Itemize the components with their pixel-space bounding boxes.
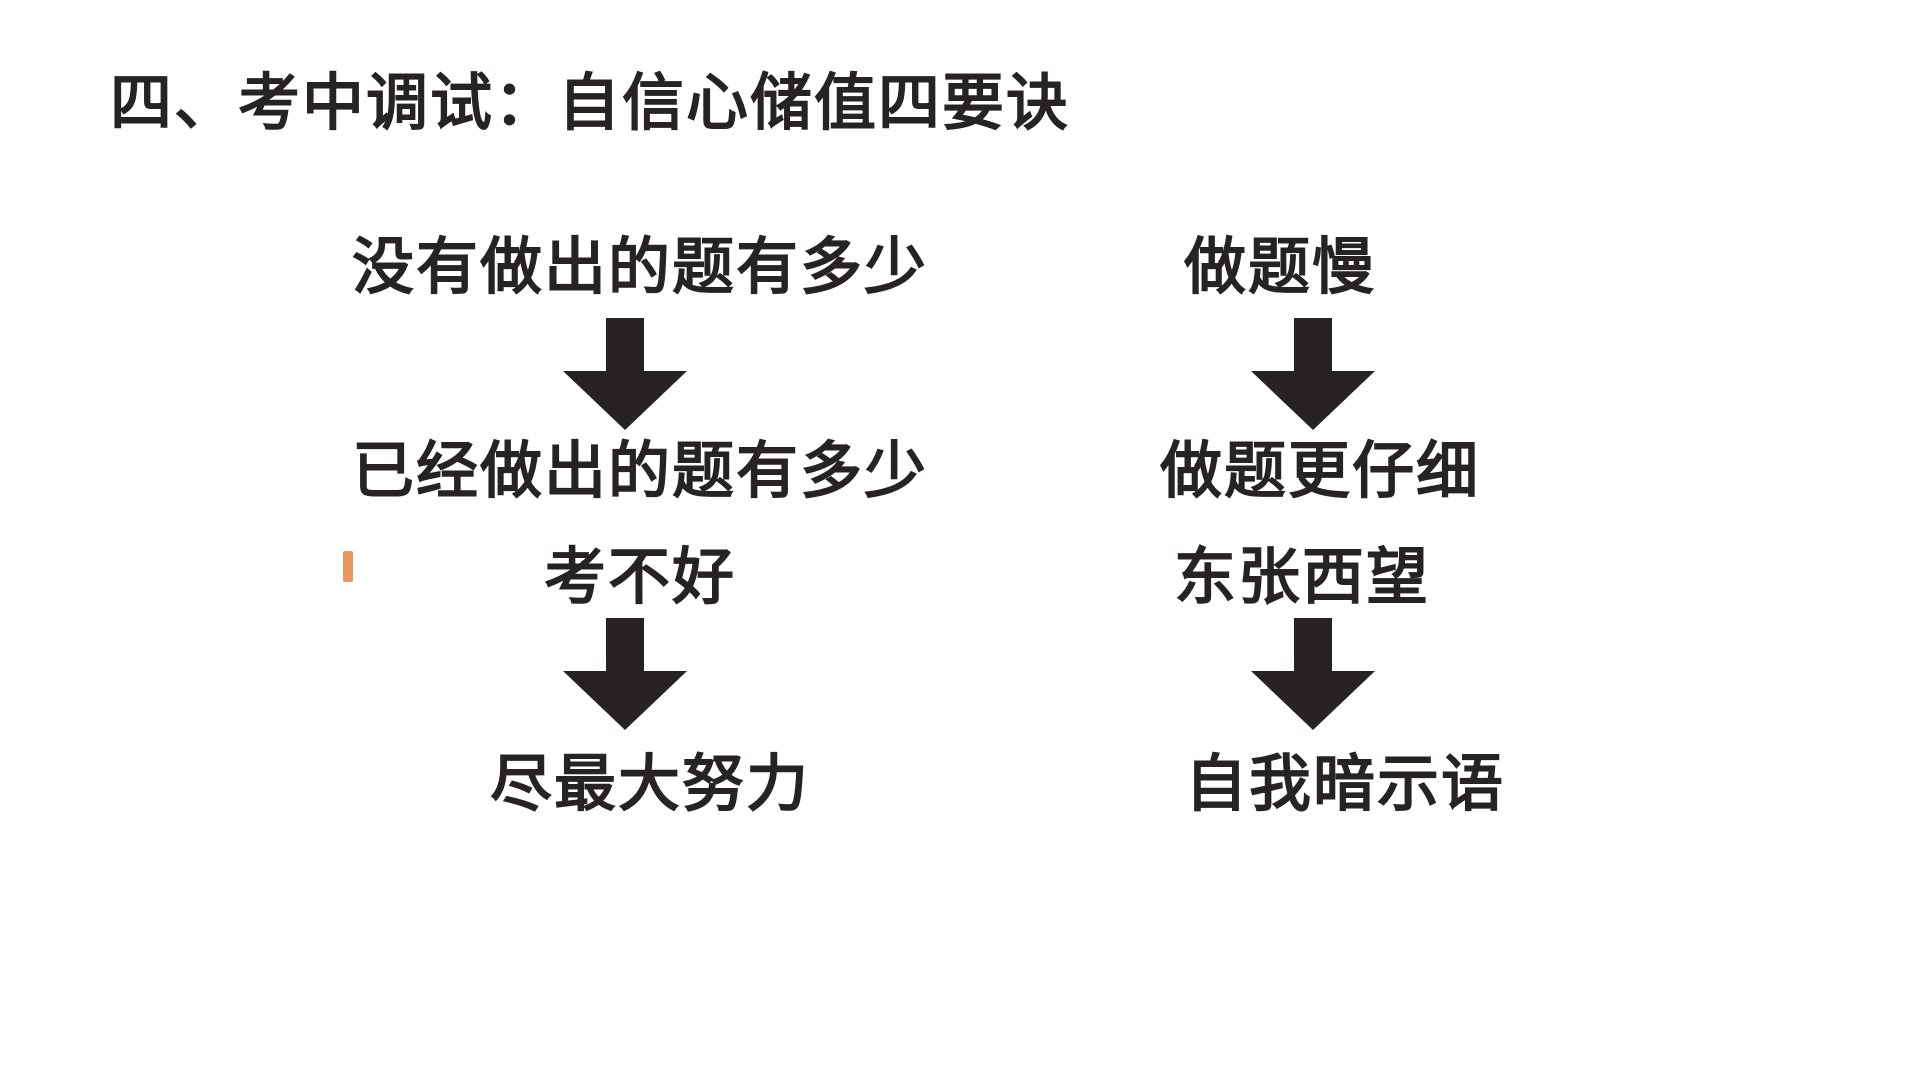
down-arrow-icon bbox=[563, 618, 687, 730]
left-flow-step-2: 已经做出的题有多少 bbox=[351, 438, 928, 506]
arrow-stem bbox=[1294, 318, 1332, 372]
arrow-head bbox=[563, 671, 687, 730]
highlight-bar bbox=[343, 551, 353, 582]
down-arrow-icon bbox=[563, 318, 687, 430]
left-flow-step-1: 没有做出的题有多少 bbox=[351, 234, 928, 302]
left-flow-step-4: 尽最大努力 bbox=[489, 751, 810, 819]
arrow-head bbox=[1251, 371, 1375, 430]
right-flow-step-3: 东张西望 bbox=[1173, 544, 1430, 612]
left-flow-step-3: 考不好 bbox=[543, 544, 736, 612]
arrow-stem bbox=[606, 618, 644, 672]
right-flow-step-1: 做题慢 bbox=[1183, 234, 1376, 302]
arrow-stem bbox=[606, 318, 644, 372]
arrow-head bbox=[563, 371, 687, 430]
right-flow-step-4: 自我暗示语 bbox=[1184, 751, 1505, 819]
arrow-head bbox=[1251, 671, 1375, 730]
down-arrow-icon bbox=[1251, 618, 1375, 730]
down-arrow-icon bbox=[1251, 318, 1375, 430]
slide-title: 四、考中调试：自信心储值四要诀 bbox=[110, 69, 1071, 138]
arrow-stem bbox=[1294, 618, 1332, 672]
right-flow-step-2: 做题更仔细 bbox=[1159, 438, 1480, 506]
